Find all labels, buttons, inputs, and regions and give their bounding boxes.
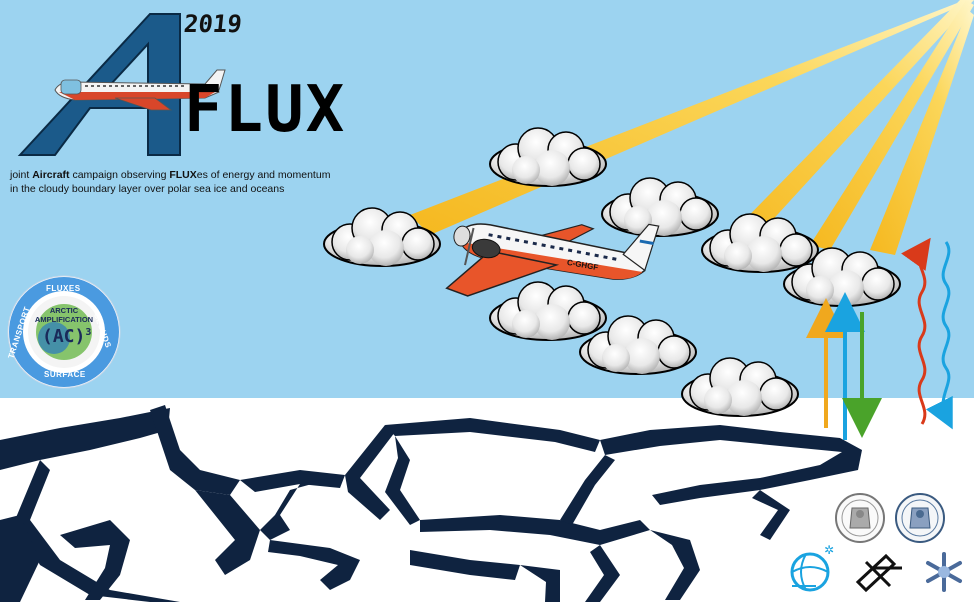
partner-logos: ✲ xyxy=(790,493,962,593)
tagline-line1: joint Aircraft campaign observing FLUXes… xyxy=(10,168,370,182)
awi-globe-icon: ✲ xyxy=(790,543,834,592)
tagline-mid: campaign observing xyxy=(69,169,170,181)
ac3-badge xyxy=(7,275,121,389)
ac3-label-right: CLOUDS xyxy=(91,311,113,350)
tagline-line2: in the cloudy boundary layer over polar … xyxy=(10,183,285,195)
ac3-symbol-text: (AC) xyxy=(42,326,86,347)
ac3-label-top: FLUXES xyxy=(46,284,81,293)
dlr-icon xyxy=(855,553,902,593)
ac3-symbol-sup: 3 xyxy=(85,327,92,338)
svg-text:✲: ✲ xyxy=(824,543,834,557)
ac3-center-line2: AMPLIFICATION xyxy=(34,315,94,324)
uni-seal-left-icon xyxy=(835,493,885,543)
tagline-prefix: joint xyxy=(10,169,33,181)
snowflake-icon xyxy=(926,552,962,592)
campaign-year: 2019 xyxy=(182,10,244,38)
ac3-center-line1: ARCTIC xyxy=(49,306,79,315)
ac3-center-title: ARCTIC AMPLIFICATION xyxy=(34,306,94,324)
tagline-suffix: es of energy and momentum xyxy=(196,169,331,181)
campaign-tagline: joint Aircraft campaign observing FLUXes… xyxy=(10,168,370,196)
ac3-label-left: TRANSPORT xyxy=(6,305,32,360)
ac3-label-bottom: SURFACE xyxy=(44,370,86,379)
research-aircraft: C-GHGF xyxy=(445,223,660,297)
logo-aircraft-icon xyxy=(54,69,226,111)
tagline-bold-flux: FLUX xyxy=(169,169,197,181)
wave-up-red xyxy=(901,237,931,425)
campaign-title: FLUX xyxy=(184,73,347,147)
wave-down-blue xyxy=(925,241,953,430)
flux-arrows xyxy=(806,237,953,440)
ice-cracks xyxy=(0,405,862,602)
tagline-bold-aircraft: Aircraft xyxy=(32,169,70,181)
ac3-center-symbol: (AC)3 xyxy=(42,326,91,347)
uni-seal-right-icon xyxy=(895,493,945,543)
ac3-badge-labels: FLUXES TRANSPORT CLOUDS SURFACE ARCTIC A… xyxy=(6,276,120,388)
